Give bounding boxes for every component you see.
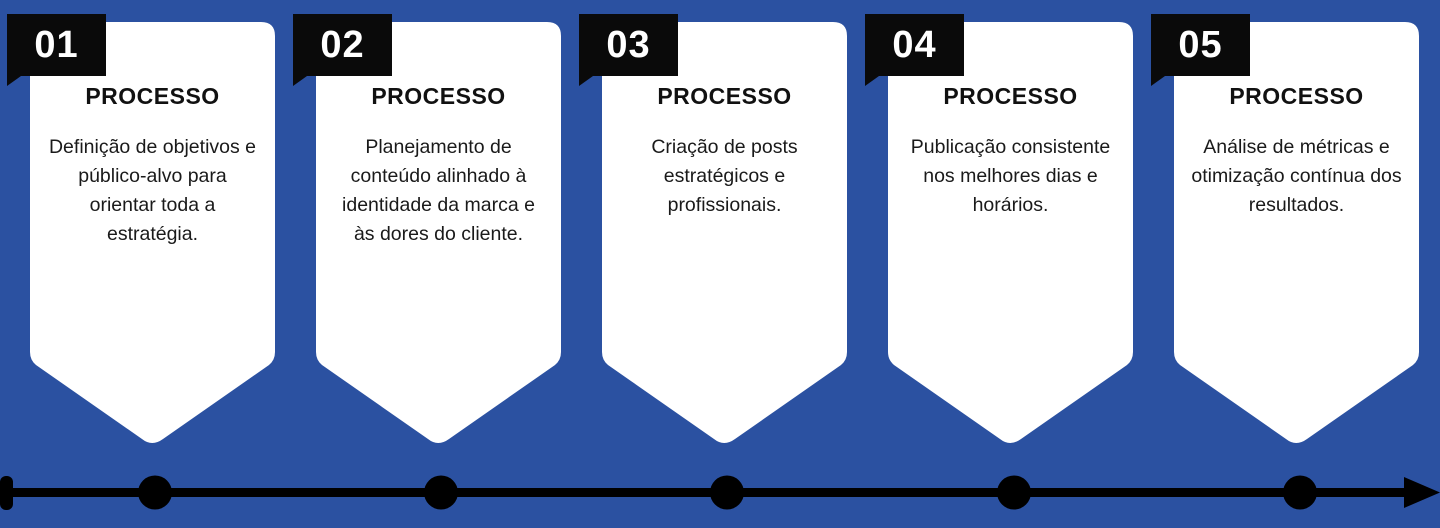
step-number-badge-5: 05 bbox=[1151, 14, 1250, 86]
timeline-marker bbox=[424, 475, 458, 510]
timeline-marker bbox=[997, 475, 1031, 510]
timeline-axis bbox=[0, 460, 1440, 528]
card-description: Publicação consistente nos melhores dias… bbox=[910, 136, 1111, 217]
card-shape-5 bbox=[1174, 22, 1419, 448]
process-card-3[interactable]: PROCESSO Criação de posts estratégicos e… bbox=[579, 14, 847, 448]
step-number-label: 03 bbox=[606, 24, 651, 66]
timeline-marker bbox=[138, 475, 172, 510]
card-description: Criação de posts estratégicos e profissi… bbox=[651, 136, 798, 217]
card-heading: PROCESSO bbox=[1229, 83, 1364, 109]
card-heading: PROCESSO bbox=[85, 83, 220, 109]
process-cards-row: PROCESSO Definição de objetivos e públic… bbox=[7, 14, 1419, 448]
card-shape-2 bbox=[316, 22, 561, 448]
card-content-3: PROCESSO Criação de posts estratégicos e… bbox=[602, 22, 847, 220]
timeline-marker bbox=[710, 475, 744, 510]
timeline-marker bbox=[1283, 475, 1317, 510]
card-content-5: PROCESSO Análise de métricas e otimizaçã… bbox=[1174, 22, 1419, 220]
timeline-arrowhead-icon bbox=[1404, 477, 1440, 508]
step-number-label: 02 bbox=[320, 24, 365, 66]
card-description: Definição de objetivos e público-alvo pa… bbox=[48, 136, 257, 246]
card-heading: PROCESSO bbox=[657, 83, 792, 109]
process-card-5[interactable]: PROCESSO Análise de métricas e otimizaçã… bbox=[1151, 14, 1419, 448]
timeline-start-cap bbox=[0, 476, 13, 510]
card-shape-1 bbox=[30, 22, 275, 448]
card-description: Análise de métricas e otimização contínu… bbox=[1191, 136, 1402, 217]
step-number-badge-1: 01 bbox=[7, 14, 106, 86]
step-number-label: 05 bbox=[1178, 24, 1223, 66]
step-number-label: 04 bbox=[892, 24, 937, 66]
card-shape-4 bbox=[888, 22, 1133, 448]
card-content-4: PROCESSO Publicação consistente nos melh… bbox=[888, 22, 1133, 220]
process-card-4[interactable]: PROCESSO Publicação consistente nos melh… bbox=[865, 14, 1133, 448]
timeline-line bbox=[0, 488, 1412, 497]
process-card-2[interactable]: PROCESSO Planejamento de conteúdo alinha… bbox=[293, 14, 561, 448]
step-number-badge-3: 03 bbox=[579, 14, 678, 86]
card-heading: PROCESSO bbox=[943, 83, 1078, 109]
card-content-1: PROCESSO Definição de objetivos e públic… bbox=[30, 22, 275, 249]
card-content-2: PROCESSO Planejamento de conteúdo alinha… bbox=[316, 22, 561, 249]
step-number-label: 01 bbox=[34, 24, 79, 66]
step-number-badge-2: 02 bbox=[293, 14, 392, 86]
process-card-1[interactable]: PROCESSO Definição de objetivos e públic… bbox=[7, 14, 275, 448]
card-shape-3 bbox=[602, 22, 847, 448]
step-number-badge-4: 04 bbox=[865, 14, 964, 86]
card-heading: PROCESSO bbox=[371, 83, 506, 109]
card-description: Planejamento de conteúdo alinhado à iden… bbox=[342, 136, 535, 246]
